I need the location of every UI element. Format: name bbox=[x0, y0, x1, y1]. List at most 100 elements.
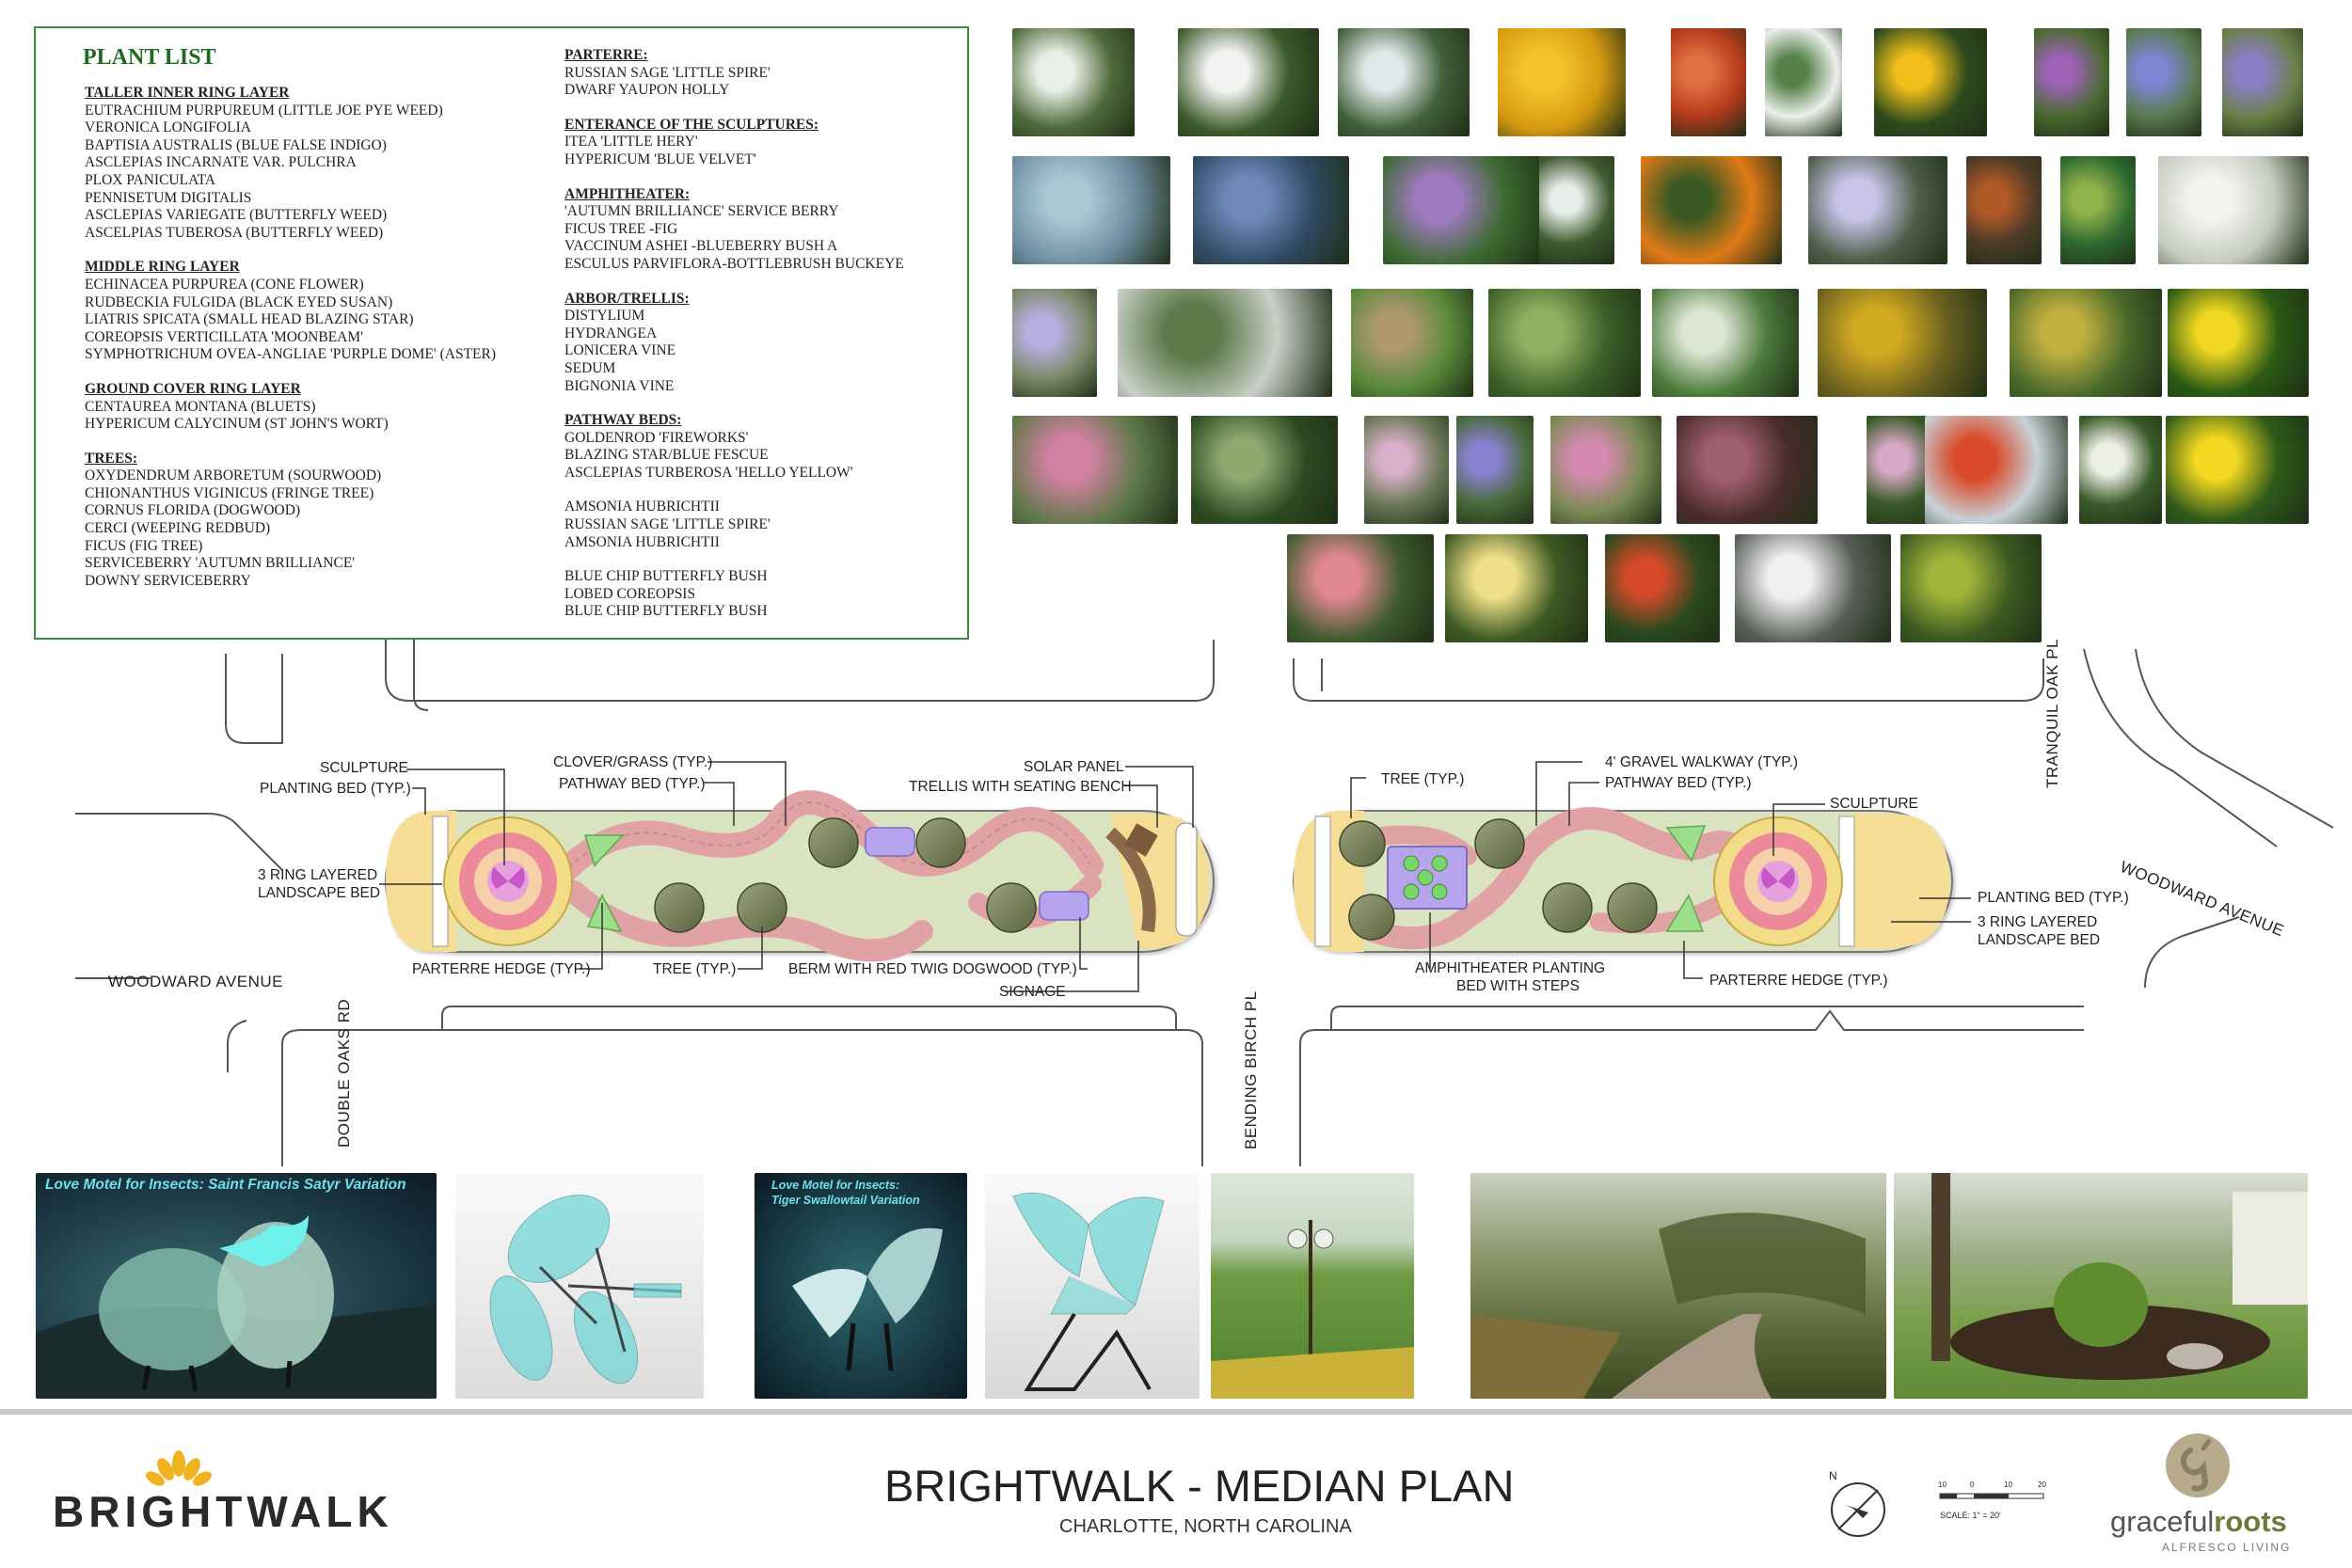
graceful-roots-logo-icon bbox=[2166, 1433, 2230, 1497]
plant-section-heading: MIDDLE RING LAYER bbox=[85, 259, 240, 276]
plant-item: VACCINUM ASHEI -BLUEBERRY BUSH A bbox=[564, 238, 838, 255]
plant-item: ASCLEPIAS INCARNATE VAR. PULCHRA bbox=[85, 154, 357, 171]
plant-item: ESCULUS PARVIFLORA-BOTTLEBRUSH BUCKEYE bbox=[564, 255, 904, 272]
plant-photo bbox=[1118, 289, 1332, 397]
plant-section-heading: AMPHITHEATER: bbox=[564, 185, 691, 202]
plant-photo bbox=[2126, 28, 2201, 136]
label-signage: SIGNAGE bbox=[999, 984, 1066, 1000]
plant-section-heading: PARTERRE: bbox=[564, 47, 648, 63]
photo-landscape-bed bbox=[1894, 1173, 2308, 1399]
plant-item: GOLDENROD 'FIREWORKS' bbox=[564, 429, 749, 446]
plant-photo bbox=[2079, 416, 2162, 524]
plant-section: ENTERANCE OF THE SCULPTURES:ITEA 'LITTLE… bbox=[564, 117, 904, 169]
plant-item: CERCI (WEEPING REDBUD) bbox=[85, 520, 271, 537]
label-trellis: TRELLIS WITH SEATING BENCH bbox=[909, 779, 1132, 795]
label-planting-bed-right: PLANTING BED (TYP.) bbox=[1978, 890, 2129, 906]
plant-item: RUDBECKIA FULGIDA (BLACK EYED SUSAN) bbox=[85, 293, 393, 310]
label-3ring-right: 3 RING LAYERED bbox=[1978, 914, 2098, 930]
plant-photo bbox=[1925, 416, 2068, 524]
label-tree-left: TREE (TYP.) bbox=[653, 961, 737, 977]
right-trees bbox=[1339, 818, 1658, 941]
plant-photo bbox=[1498, 28, 1626, 136]
plant-photo bbox=[1874, 28, 1987, 136]
plant-photo bbox=[1338, 28, 1470, 136]
page-title: BRIGHTWALK - MEDIAN PLAN bbox=[884, 1461, 1515, 1511]
label-solar-panel: SOLAR PANEL bbox=[1024, 759, 1124, 775]
street-bending-birch: BENDING BIRCH PL bbox=[1242, 990, 1260, 1149]
median-site-plan bbox=[75, 640, 2334, 1166]
plant-item: LIATRIS SPICATA (SMALL HEAD BLAZING STAR… bbox=[85, 311, 414, 328]
plant-section: AMPHITHEATER:'AUTUMN BRILLIANCE' SERVICE… bbox=[564, 186, 904, 274]
label-berm: BERM WITH RED TWIG DOGWOOD (TYP.) bbox=[788, 961, 1077, 977]
leader-lines bbox=[379, 761, 1971, 992]
plant-photo bbox=[1671, 28, 1746, 136]
plant-photo bbox=[1652, 289, 1799, 397]
plant-item: SYMPHOTRICHUM OVEA-ANGLIAE 'PURPLE DOME'… bbox=[85, 346, 497, 363]
right-ring-bed bbox=[1713, 816, 1843, 946]
plant-photo bbox=[1445, 534, 1588, 642]
label-parterre-left: PARTERRE HEDGE (TYP.) bbox=[412, 961, 591, 977]
plant-photo bbox=[1550, 416, 1661, 524]
plant-photo bbox=[2060, 156, 2136, 264]
sculpture-wireframe-2 bbox=[985, 1173, 1200, 1399]
plant-photo bbox=[1191, 416, 1338, 524]
left-ring-bed bbox=[443, 816, 573, 946]
alfresco-living-text: ALFRESCO LIVING bbox=[2162, 1541, 2292, 1554]
footer-divider bbox=[0, 1409, 2352, 1415]
scale-label: SCALE: 1" = 20' bbox=[1940, 1511, 2001, 1520]
label-landscape-bed-left: LANDSCAPE BED bbox=[258, 885, 381, 901]
label-sculpture-left: SCULPTURE bbox=[320, 760, 408, 776]
plant-photo bbox=[1012, 28, 1135, 136]
plant-item: ASCLEPIAS TURBEROSA 'HELLO YELLOW' bbox=[564, 464, 853, 481]
photo-solar-lamp bbox=[1211, 1173, 1414, 1399]
plant-item: DISTYLIUM bbox=[564, 308, 645, 325]
plant-photo bbox=[1488, 289, 1641, 397]
plant-item: CORNUS FLORIDA (DOGWOOD) bbox=[85, 502, 301, 519]
plant-item: DOWNY SERVICEBERRY bbox=[85, 572, 251, 589]
plant-item: ASCLEPIAS VARIEGATE (BUTTERFLY WEED) bbox=[85, 207, 388, 224]
plant-photo bbox=[1735, 534, 1891, 642]
page-subtitle: CHARLOTTE, NORTH CAROLINA bbox=[1059, 1516, 1352, 1537]
plant-item: BIGNONIA VINE bbox=[564, 377, 675, 394]
plant-item: CHIONANTHUS VIGINICUS (FRINGE TREE) bbox=[85, 484, 374, 501]
plant-photo bbox=[1605, 534, 1720, 642]
plant-item: SERVICEBERRY 'AUTUMN BRILLIANCE' bbox=[85, 555, 356, 572]
plant-item: FICUS (FIG TREE) bbox=[85, 537, 203, 554]
purple-bed-left-1 bbox=[865, 827, 915, 857]
scale-bar bbox=[1939, 1493, 2044, 1499]
plant-item: ECHINACEA PURPUREA (CONE FLOWER) bbox=[85, 276, 364, 293]
label-gravel-walkway: 4' GRAVEL WALKWAY (TYP.) bbox=[1605, 754, 1799, 770]
plant-item: LONICERA VINE bbox=[564, 342, 676, 359]
plant-photo bbox=[2010, 289, 2162, 397]
plant-photo bbox=[1765, 28, 1842, 136]
plant-photo bbox=[1012, 156, 1170, 264]
plant-photo bbox=[2168, 289, 2309, 397]
plant-item: BLUE CHIP BUTTERFLY BUSH bbox=[564, 603, 768, 620]
plant-item: HYPERICUM 'BLUE VELVET' bbox=[564, 150, 756, 167]
plant-photo bbox=[1677, 416, 1818, 524]
plant-item: DWARF YAUPON HOLLY bbox=[564, 82, 730, 99]
label-planting-bed-left: PLANTING BED (TYP.) bbox=[260, 781, 411, 797]
plant-photo bbox=[1287, 534, 1434, 642]
plant-item: RUSSIAN SAGE 'LITTLE SPIRE' bbox=[564, 516, 771, 533]
plant-photo bbox=[1900, 534, 2042, 642]
brightwalk-logo-text: BRIGHTWALK bbox=[53, 1487, 393, 1536]
plant-item: COREOPSIS VERTICILLATA 'MOONBEAM' bbox=[85, 328, 363, 345]
plant-photo bbox=[2034, 28, 2109, 136]
label-pathway-bed-right: PATHWAY BED (TYP.) bbox=[1605, 775, 1752, 791]
parterre-hedge-left-2 bbox=[586, 894, 623, 932]
label-pathway-bed-left: PATHWAY BED (TYP.) bbox=[559, 776, 706, 792]
sculpture-render-satyr: Love Motel for Insects: Saint Francis Sa… bbox=[36, 1173, 437, 1399]
plant-photo bbox=[1966, 156, 2042, 264]
plant-section: PATHWAY BEDS:GOLDENROD 'FIREWORKS'BLAZIN… bbox=[564, 412, 904, 482]
plant-item: BLAZING STAR/BLUE FESCUE bbox=[564, 447, 769, 464]
label-amphitheater: AMPHITHEATER PLANTING bbox=[1415, 960, 1606, 976]
photo-trellis-walk bbox=[1470, 1173, 1886, 1399]
north-label: N bbox=[1829, 1469, 1837, 1482]
plant-item: LOBED COREOPSIS bbox=[564, 585, 696, 602]
